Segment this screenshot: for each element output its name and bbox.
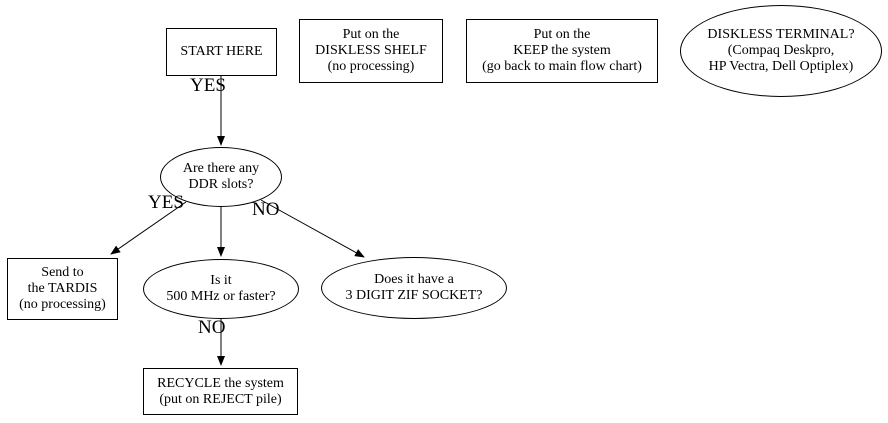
node-line: 500 MHz or faster? bbox=[166, 289, 276, 304]
node-keep-system: Put on the KEEP the system (go back to m… bbox=[466, 19, 658, 83]
node-line: DDR slots? bbox=[188, 177, 254, 192]
node-line: Are there any bbox=[182, 161, 260, 176]
node-tardis: Send to the TARDIS (no processing) bbox=[7, 258, 118, 320]
node-diskless-terminal: DISKLESS TERMINAL? (Compaq Deskpro, HP V… bbox=[680, 5, 882, 97]
node-line: (no processing) bbox=[327, 59, 415, 74]
node-zif-socket: Does it have a 3 DIGIT ZIF SOCKET? bbox=[321, 257, 507, 319]
node-line: RECYCLE the system bbox=[157, 375, 284, 391]
node-line: (go back to main flow chart) bbox=[482, 59, 642, 74]
node-line: START HERE bbox=[180, 44, 263, 59]
node-line: 3 DIGIT ZIF SOCKET? bbox=[345, 288, 483, 303]
node-ddr-slots: Are there any DDR slots? bbox=[160, 147, 282, 207]
node-line: Put on the bbox=[342, 27, 400, 42]
node-line: Is it bbox=[210, 273, 232, 288]
node-line: DISKLESS TERMINAL? bbox=[707, 27, 855, 42]
node-recycle: RECYCLE the system (put on REJECT pile) bbox=[143, 368, 298, 415]
edge-label-yes-ddr-to-tardis: YES bbox=[148, 192, 184, 213]
edge-label-no-ddr-to-zif: NO bbox=[252, 199, 280, 220]
node-line: HP Vectra, Dell Optiplex) bbox=[708, 59, 854, 74]
node-line: the TARDIS bbox=[27, 281, 98, 296]
edge-label-yes-start-to-ddr: YES bbox=[190, 75, 226, 96]
node-line: Send to bbox=[41, 265, 84, 280]
edge-label-no-mhz500-to-recycle: NO bbox=[198, 317, 226, 338]
node-line: (put on REJECT pile) bbox=[159, 391, 282, 407]
node-line: Put on the bbox=[533, 27, 591, 42]
node-line: (Compaq Deskpro, bbox=[727, 43, 835, 58]
node-line: (no processing) bbox=[19, 297, 106, 312]
node-line: Does it have a bbox=[374, 272, 454, 287]
node-diskless-shelf: Put on the DISKLESS SHELF (no processing… bbox=[299, 19, 443, 83]
node-500mhz: Is it 500 MHz or faster? bbox=[143, 259, 299, 319]
node-line: KEEP the system bbox=[513, 43, 611, 58]
node-start-here: START HERE bbox=[166, 28, 277, 76]
node-line: DISKLESS SHELF bbox=[315, 43, 427, 58]
